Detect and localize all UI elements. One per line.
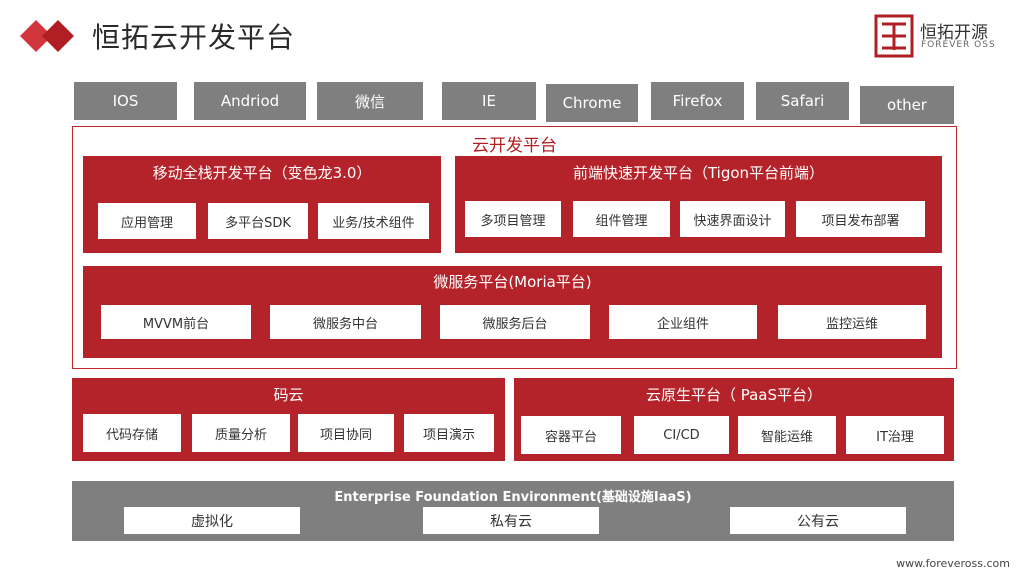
client-ie: IE	[442, 82, 536, 120]
client-chrome: Chrome	[546, 84, 638, 122]
iaas-title: Enterprise Foundation Environment(基础设施Ia…	[334, 490, 692, 505]
micro-item-mvvm: MVVM前台	[101, 305, 251, 339]
paas-title: 云原生平台（ PaaS平台）	[645, 386, 823, 404]
micro-item-enterprise-components: 企业组件	[609, 305, 757, 339]
iaas-item-private-cloud: 私有云	[423, 507, 599, 534]
mobile-item-components: 业务/技术组件	[318, 203, 429, 239]
client-wechat: 微信	[317, 82, 423, 120]
mobile-item-sdk: 多平台SDK	[208, 203, 308, 239]
paas-item-aiops: 智能运维	[738, 416, 836, 454]
mobile-item-app-management: 应用管理	[98, 203, 196, 239]
frontend-item-multi-project: 多项目管理	[465, 201, 561, 237]
frontend-platform-title: 前端快速开发平台（Tigon平台前端）	[572, 164, 825, 182]
code-cloud-title: 码云	[273, 386, 304, 404]
code-item-collaboration: 项目协同	[298, 414, 394, 452]
client-other: other	[860, 86, 954, 124]
frontend-item-ui-design: 快速界面设计	[680, 201, 785, 237]
paas-item-container: 容器平台	[521, 416, 621, 454]
forever-oss-logo-icon	[874, 14, 914, 58]
page-title: 恒拓云开发平台	[92, 21, 296, 54]
client-firefox: Firefox	[651, 82, 744, 120]
code-item-demo: 项目演示	[404, 414, 494, 452]
brand-subtitle: FOREVER OSS	[921, 40, 996, 50]
cloud-dev-platform-frame	[72, 126, 957, 369]
client-safari: Safari	[756, 82, 849, 120]
cloud-dev-platform-title: 云开发平台	[472, 136, 557, 156]
paas-item-cicd: CI/CD	[634, 416, 729, 454]
mobile-platform-title: 移动全栈开发平台（变色龙3.0）	[152, 164, 372, 182]
code-item-quality: 质量分析	[192, 414, 290, 452]
micro-item-monitoring: 监控运维	[778, 305, 926, 339]
micro-item-middle: 微服务中台	[270, 305, 421, 339]
diamond-logo-icon	[20, 20, 74, 52]
client-ios: IOS	[74, 82, 177, 120]
frontend-item-component-management: 组件管理	[573, 201, 670, 237]
client-android: Andriod	[194, 82, 306, 120]
iaas-item-public-cloud: 公有云	[730, 507, 906, 534]
iaas-item-virtualization: 虚拟化	[124, 507, 300, 534]
micro-item-backend: 微服务后台	[440, 305, 590, 339]
frontend-item-deploy: 项目发布部署	[796, 201, 925, 237]
paas-item-it-governance: IT治理	[846, 416, 944, 454]
microservice-platform-title: 微服务平台(Moria平台)	[433, 273, 592, 291]
footer-url: www.foreveross.com	[896, 557, 1010, 570]
code-item-storage: 代码存储	[83, 414, 181, 452]
brand-name: 恒拓开源	[920, 23, 988, 43]
